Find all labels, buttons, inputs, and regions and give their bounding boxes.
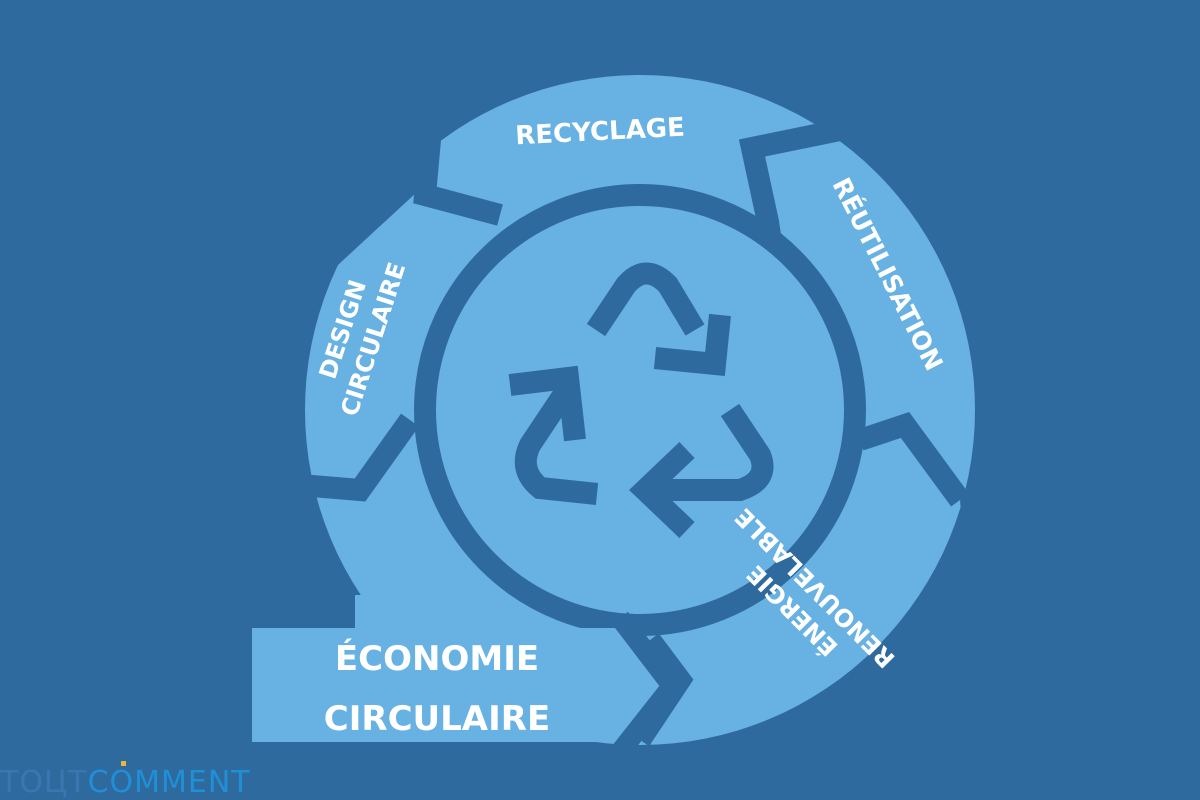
title-banner xyxy=(252,595,685,759)
watermark-part-2-text: COMMENT xyxy=(87,765,251,800)
recycle-icon xyxy=(508,262,774,538)
logo-dot-icon xyxy=(120,761,126,766)
watermark-logo: ТОЦТ COMMENT xyxy=(0,761,251,800)
inner-circle xyxy=(414,184,866,636)
watermark-part-2: COMMENT xyxy=(87,761,251,800)
watermark-part-1: ТОЦТ xyxy=(0,765,88,800)
title-line-2: CIRCULAIRE xyxy=(324,699,550,739)
title-line-1: ÉCONOMIE xyxy=(335,638,539,679)
